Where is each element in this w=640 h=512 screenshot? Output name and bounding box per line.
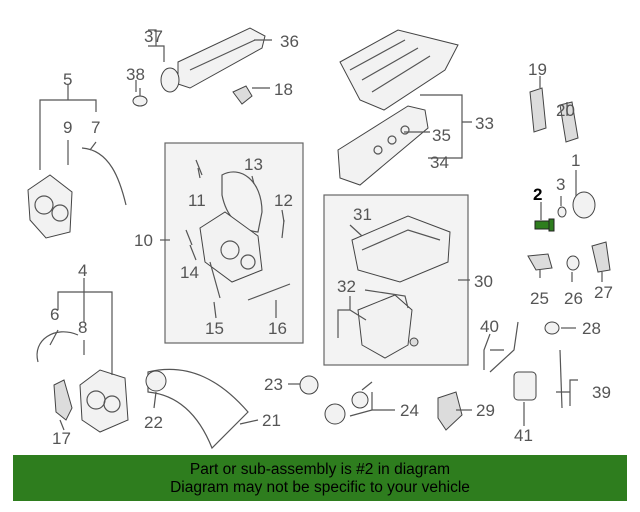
washer-part [557,206,567,218]
callout-12: 12 [274,191,293,210]
callout-32: 32 [337,277,356,296]
callout-10: 10 [134,231,153,250]
bracket-27-part [591,241,611,273]
cylinder-head-part [339,29,459,111]
upper-timing-cover-part [27,174,73,239]
callout-15: 15 [205,319,224,338]
timing-belt-seal-part [36,331,79,363]
crank-bolt-part [534,220,550,230]
banner-line-2: Diagram may not be specific to your vehi… [170,479,470,496]
callout-19: 19 [528,60,547,79]
callout-31: 31 [353,205,372,224]
seal-28-part [544,321,560,335]
callout-11: 11 [188,191,206,210]
sensor-part [232,85,253,105]
timing-belt-lower-part [147,368,249,450]
oil-filter-part [513,371,537,401]
callout-37: 37 [144,27,163,46]
callout-29: 29 [476,401,495,420]
seal-26-part [566,255,580,271]
oil-pan-part [351,215,451,283]
cam-sprocket-part [324,403,346,425]
callout-40: 40 [480,317,499,336]
bracket-17-part [53,379,73,421]
callout-18: 18 [274,80,293,99]
cap-seal-part [132,95,148,107]
callout-30: 30 [474,272,493,291]
callout-28: 28 [582,319,601,338]
drain-plug-part [409,337,419,347]
info-banner: Part or sub-assembly is #2 in diagram Di… [13,455,627,501]
callout-41: 41 [514,426,533,445]
callout-38: 38 [126,65,145,84]
callout-21: 21 [262,411,281,430]
callout-3: 3 [556,175,565,194]
callout-17: 17 [52,429,71,448]
tensioner-pulley-part [299,375,319,395]
valve-cover-part [177,27,266,89]
dipstick-part [559,349,563,409]
callout-25: 25 [530,289,549,308]
oil-strainer-part [364,289,409,309]
timing-rear-cover-part [199,211,263,283]
bracket-19-part [529,87,547,133]
callout-36: 36 [280,32,299,51]
oil-filler-cap-part [160,67,180,93]
parts-diagram: 36 37 38 18 5 9 7 33 35 34 19 20 1 3 2 1… [27,27,613,450]
callout-16: 16 [268,319,287,338]
callout-9: 9 [63,118,72,137]
idler-pulley-part [145,370,167,392]
callout-8: 8 [78,318,87,337]
callout-23: 23 [264,375,283,394]
callout-6: 6 [50,305,59,324]
sensor-25-part [527,253,553,271]
timing-belt-part [221,171,263,233]
callout-39: 39 [592,383,611,402]
callout-35: 35 [432,126,451,145]
crank-pulley-part [572,191,596,219]
callout-26: 26 [564,289,583,308]
callout-5: 5 [63,70,72,89]
cam-cover-part [337,105,429,186]
bracket-29-part [437,391,463,431]
dipstick-tube-part [489,321,519,373]
callout-14: 14 [180,263,199,282]
bracket-20-part [559,101,579,143]
callout-7: 7 [91,118,100,137]
callout-1: 1 [571,151,580,170]
banner-line-1: Part or sub-assembly is #2 in diagram [189,461,451,478]
timing-belt-guide-part [81,147,127,206]
callout-20: 20 [556,101,575,120]
callout-4: 4 [78,261,87,280]
callout-33: 33 [475,114,494,133]
callout-27: 27 [594,283,613,302]
callout-2-highlighted: 2 [533,185,542,204]
callout-34: 34 [430,153,449,172]
callout-13: 13 [244,155,263,174]
callout-22: 22 [144,413,163,432]
callout-24: 24 [400,401,419,420]
